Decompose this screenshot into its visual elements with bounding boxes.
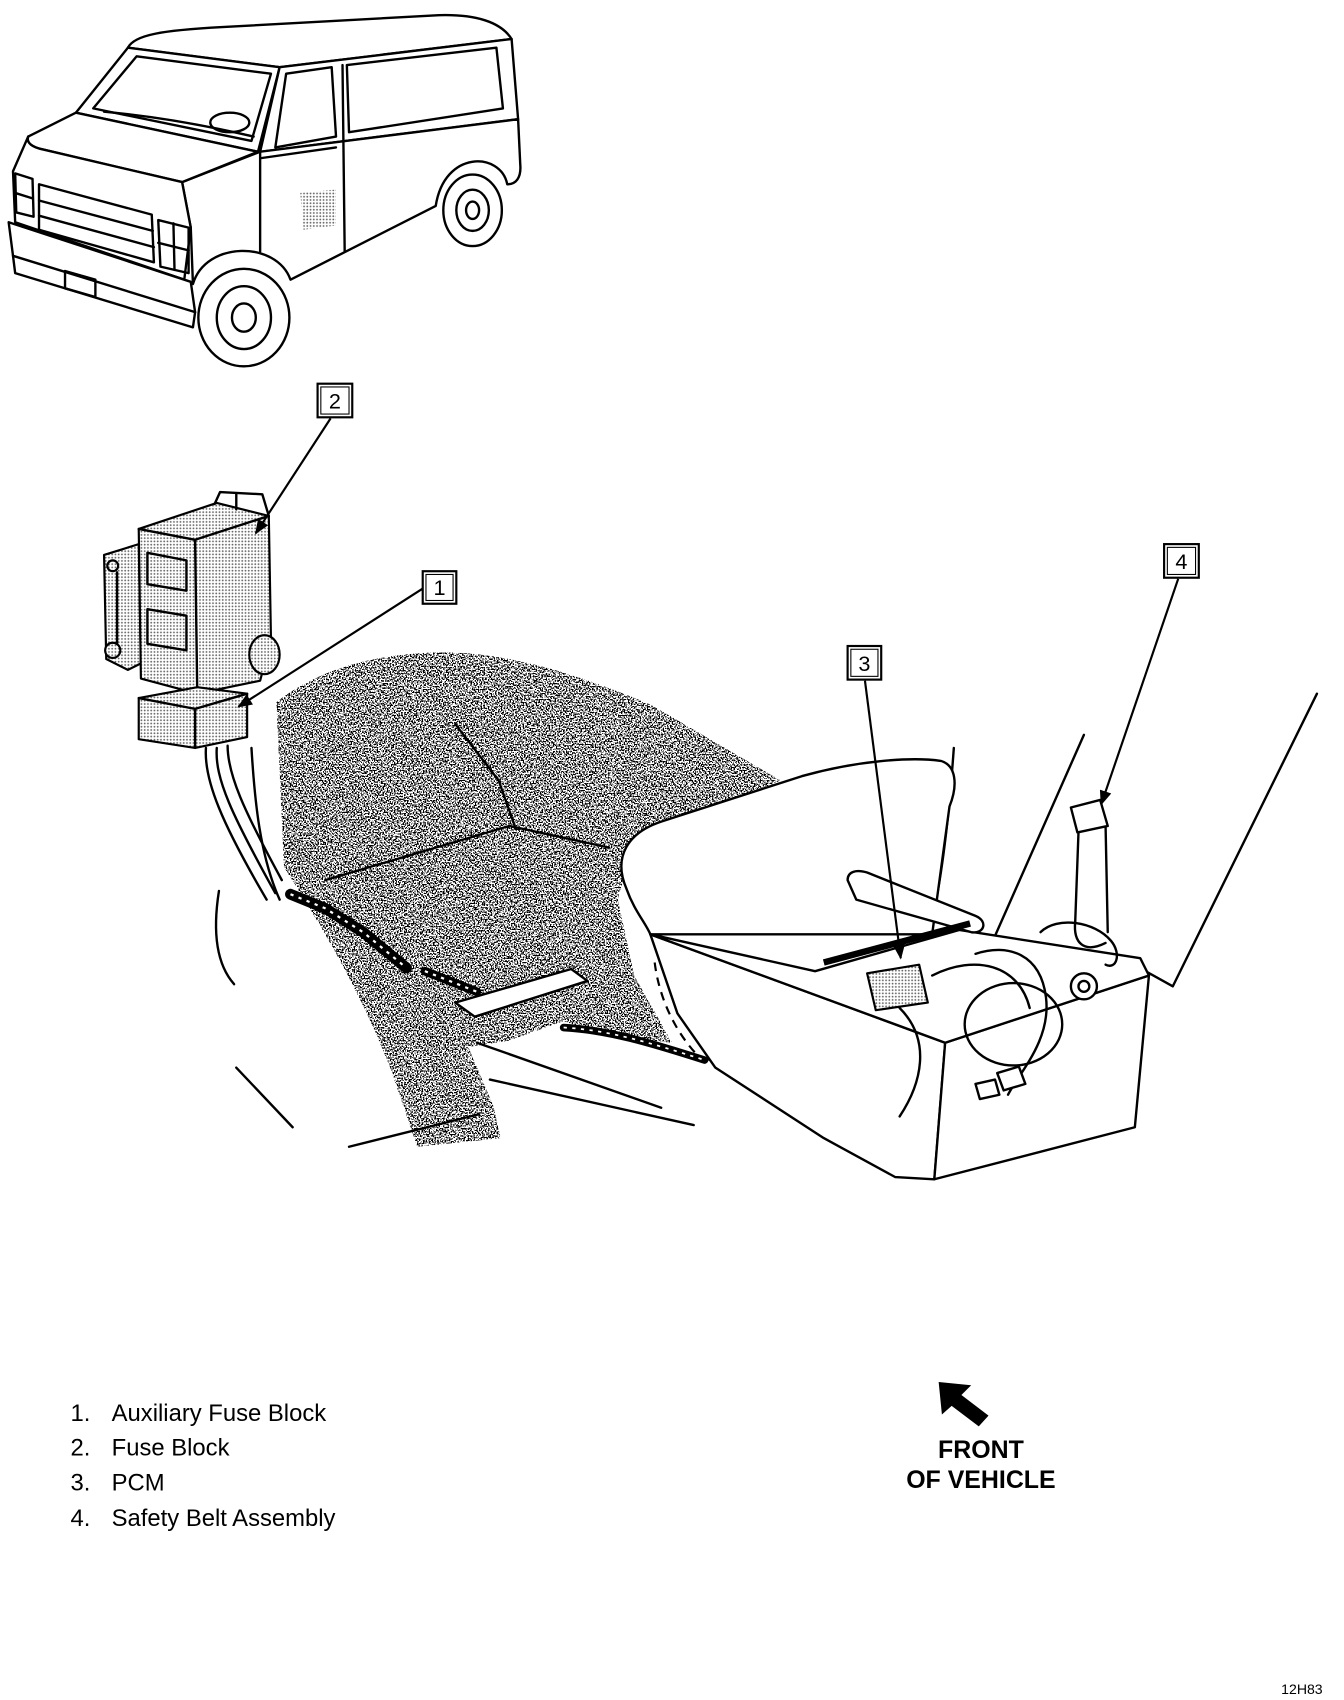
- legend-item: 4. Safety Belt Assembly: [70, 1505, 335, 1532]
- legend-number: 1.: [70, 1400, 90, 1427]
- legend-label: Auxiliary Fuse Block: [112, 1400, 327, 1427]
- figure-code: 12H83: [1281, 1681, 1323, 1697]
- rear-wheel: [442, 173, 504, 248]
- legend-label: Fuse Block: [112, 1435, 230, 1462]
- grille: [37, 183, 156, 264]
- safety-belt-assembly: [1039, 798, 1119, 967]
- auxiliary-fuse-block: [137, 686, 284, 901]
- door-opening-lines: [214, 746, 695, 1148]
- of-vehicle-label: OF VEHICLE: [906, 1466, 1055, 1494]
- callout-3-number: 3: [858, 651, 870, 676]
- legend-item: 2. Fuse Block: [70, 1435, 229, 1462]
- front-wheel: [197, 267, 291, 368]
- front-of-vehicle-indicator: FRONT OF VEHICLE: [906, 1381, 1056, 1494]
- legend: 1. Auxiliary Fuse Block 2. Fuse Block 3.…: [70, 1400, 335, 1532]
- callout-4: 4: [1099, 543, 1200, 806]
- bumper: [7, 221, 197, 329]
- legend-number: 2.: [70, 1435, 90, 1462]
- legend-label: PCM: [112, 1469, 165, 1496]
- fuse-block-location-marker: [300, 189, 337, 230]
- legend-item: 1. Auxiliary Fuse Block: [70, 1400, 326, 1427]
- front-label: FRONT: [938, 1436, 1024, 1464]
- van-illustration: [7, 13, 522, 368]
- callout-4-number: 4: [1175, 549, 1187, 574]
- legend-number: 4.: [70, 1505, 90, 1532]
- callout-3: 3: [846, 644, 905, 960]
- legend-label: Safety Belt Assembly: [112, 1505, 336, 1532]
- arrow-up-left-icon: [938, 1381, 989, 1427]
- callout-1-number: 1: [433, 575, 445, 600]
- callout-1: 1: [237, 570, 458, 708]
- headlights: [13, 172, 190, 275]
- callout-2-number: 2: [329, 389, 341, 414]
- fuse-block: [102, 490, 281, 695]
- legend-item: 3. PCM: [70, 1469, 164, 1496]
- callout-2: 2: [254, 382, 354, 535]
- seat-base: [620, 692, 1319, 1181]
- floor-creases: [323, 722, 611, 1018]
- legend-number: 3.: [70, 1469, 90, 1496]
- pcm: [866, 963, 929, 1012]
